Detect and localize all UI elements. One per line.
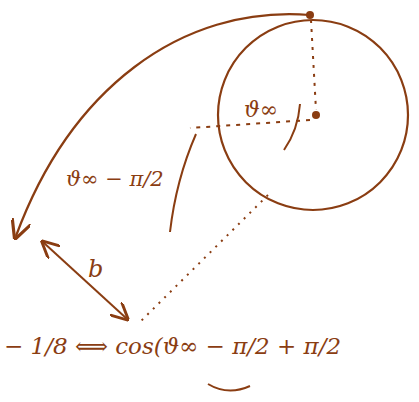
circle-shape: [218, 20, 408, 210]
circle-node: ϑ∞: [216, 18, 410, 212]
center-point: [312, 111, 320, 119]
angle-text: ϑ∞: [244, 98, 278, 122]
top-point: [306, 11, 314, 19]
angle-label: ϑ∞ − π/2: [66, 168, 164, 191]
dotted-asymptote: [140, 195, 268, 322]
orbit-curve: [16, 14, 310, 236]
vertical-dashed: [311, 20, 316, 110]
equation-text: − 1/8 ⟺ cos(ϑ∞ − π/2 + π/2: [4, 334, 341, 359]
b-arrow: [44, 243, 126, 318]
angle-bracket: [170, 134, 196, 232]
underline-squiggle: [208, 384, 250, 391]
distance-label: b: [88, 256, 103, 282]
angle-arc: [284, 104, 300, 150]
